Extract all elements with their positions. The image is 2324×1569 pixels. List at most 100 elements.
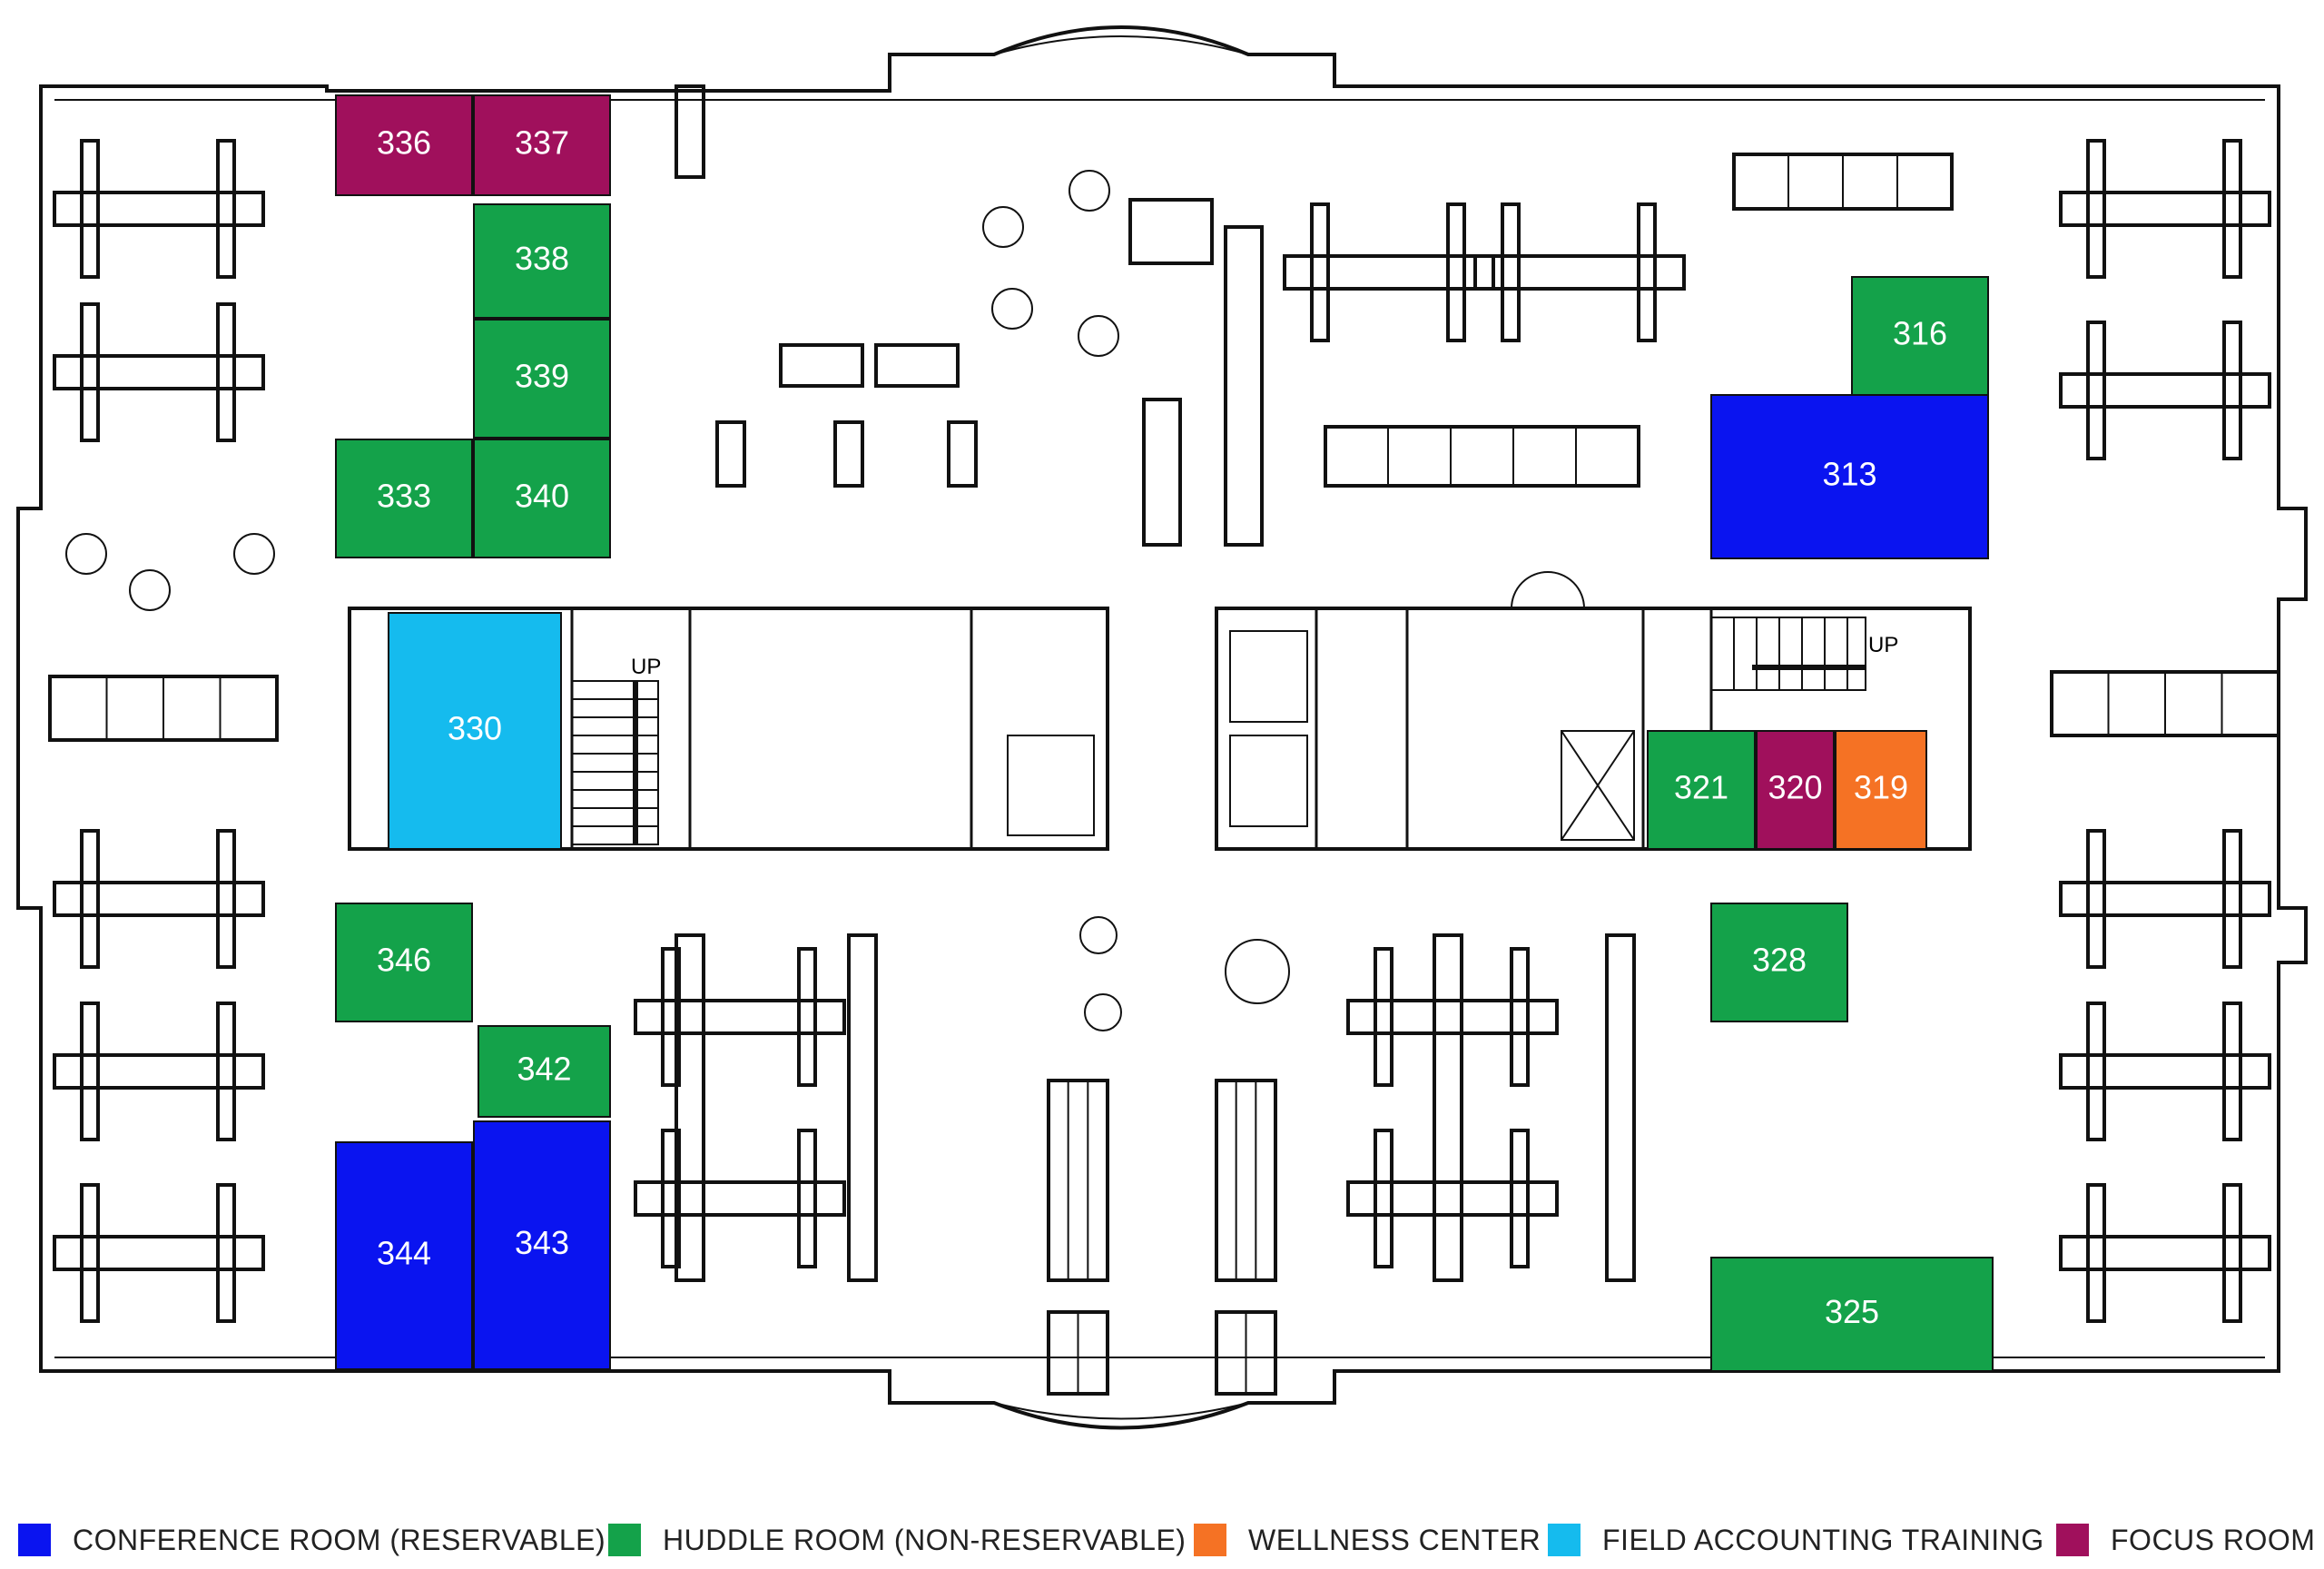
desk xyxy=(1128,198,1214,265)
room-fill-339 xyxy=(473,319,611,439)
bench-desk xyxy=(1047,1079,1109,1282)
bench-desk xyxy=(1215,1079,1277,1282)
legend-item-conference: CONFERENCE ROOM (RESERVABLE) xyxy=(18,1522,606,1558)
round-table xyxy=(233,533,275,575)
room-fill-338 xyxy=(473,203,611,319)
legend-item-training: FIELD ACCOUNTING TRAINING xyxy=(1548,1522,2044,1558)
room-number-328: 328 xyxy=(1752,942,1807,979)
desk xyxy=(847,933,878,1282)
room-number-319: 319 xyxy=(1854,769,1908,806)
desk-cluster xyxy=(1283,202,1495,342)
legend-label-wellness: WELLNESS CENTER xyxy=(1248,1523,1541,1556)
room-fill-320 xyxy=(1756,730,1835,850)
bench-desk xyxy=(1215,1310,1277,1396)
room-fill-340 xyxy=(473,439,611,558)
desk-cluster xyxy=(53,1183,265,1323)
legend: CONFERENCE ROOM (RESERVABLE) HUDDLE ROOM… xyxy=(0,1507,2324,1569)
round-table xyxy=(982,206,1024,248)
desk xyxy=(675,84,705,179)
room-fill-330 xyxy=(388,612,562,850)
room-342: 342 xyxy=(478,1025,611,1118)
desk xyxy=(1605,933,1636,1282)
room-325: 325 xyxy=(1710,1257,1994,1372)
desk xyxy=(1142,398,1182,547)
desk xyxy=(715,420,746,488)
stair-up-label-left: UP xyxy=(631,655,661,679)
legend-label-training: FIELD ACCOUNTING TRAINING xyxy=(1602,1523,2044,1556)
bench-desk xyxy=(1047,1310,1109,1396)
round-table xyxy=(1078,315,1119,357)
room-fill-319 xyxy=(1835,730,1927,850)
room-number-340: 340 xyxy=(515,478,569,515)
room-number-342: 342 xyxy=(517,1051,571,1088)
room-number-343: 343 xyxy=(515,1224,569,1261)
room-fill-336 xyxy=(335,94,473,196)
room-fill-321 xyxy=(1647,730,1756,850)
room-fill-346 xyxy=(335,903,473,1022)
bench-desk xyxy=(1324,425,1640,488)
legend-item-focus: FOCUS ROOM xyxy=(2056,1522,2315,1558)
desk xyxy=(874,343,960,388)
desk-cluster xyxy=(53,829,265,969)
room-fill-342 xyxy=(478,1025,611,1118)
room-number-313: 313 xyxy=(1822,456,1876,493)
room-340: 340 xyxy=(473,439,611,558)
bench-desk xyxy=(2050,670,2280,737)
room-338: 338 xyxy=(473,203,611,319)
legend-item-huddle: HUDDLE ROOM (NON-RESERVABLE) xyxy=(608,1522,1186,1558)
room-339: 339 xyxy=(473,319,611,439)
desk-cluster xyxy=(634,947,846,1087)
legend-label-huddle: HUDDLE ROOM (NON-RESERVABLE) xyxy=(663,1523,1187,1556)
legend-swatch-conference xyxy=(18,1524,51,1556)
round-table xyxy=(1225,939,1290,1004)
room-344: 344 xyxy=(335,1141,473,1370)
room-320: 320 xyxy=(1756,730,1835,850)
round-table xyxy=(991,288,1033,330)
desk xyxy=(1433,933,1463,1282)
legend-swatch-training xyxy=(1548,1524,1581,1556)
room-number-330: 330 xyxy=(448,710,502,747)
round-table xyxy=(1079,916,1118,954)
room-346: 346 xyxy=(335,903,473,1022)
legend-label-focus: FOCUS ROOM xyxy=(2111,1523,2316,1556)
room-number-337: 337 xyxy=(515,124,569,162)
round-table xyxy=(1084,993,1122,1031)
room-343: 343 xyxy=(473,1120,611,1370)
legend-item-wellness: WELLNESS CENTER xyxy=(1194,1522,1541,1558)
room-fill-325 xyxy=(1710,1257,1994,1372)
room-313: 313 xyxy=(1710,394,1989,559)
desk-cluster xyxy=(1346,1129,1559,1268)
room-319: 319 xyxy=(1835,730,1927,850)
room-number-325: 325 xyxy=(1825,1293,1879,1330)
desk xyxy=(779,343,864,388)
room-330: 330 xyxy=(388,612,562,850)
legend-swatch-focus xyxy=(2056,1524,2089,1556)
desk-cluster xyxy=(2059,139,2271,279)
room-number-316: 316 xyxy=(1893,315,1947,352)
desk xyxy=(675,933,705,1282)
room-fill-313 xyxy=(1710,394,1989,559)
room-fill-344 xyxy=(335,1141,473,1370)
legend-swatch-wellness xyxy=(1194,1524,1226,1556)
building-walls xyxy=(16,25,2308,1430)
desk xyxy=(1224,225,1264,547)
room-number-321: 321 xyxy=(1674,769,1728,806)
legend-swatch-huddle xyxy=(608,1524,641,1556)
desk-cluster xyxy=(2059,829,2271,969)
desk-cluster xyxy=(2059,1002,2271,1141)
room-fill-316 xyxy=(1851,276,1989,396)
bench-desk xyxy=(1732,153,1954,211)
room-number-338: 338 xyxy=(515,240,569,277)
round-table xyxy=(129,569,171,611)
room-number-336: 336 xyxy=(377,124,431,162)
room-321: 321 xyxy=(1647,730,1756,850)
desk xyxy=(947,420,978,488)
room-number-339: 339 xyxy=(515,358,569,395)
round-table xyxy=(65,533,107,575)
room-fill-328 xyxy=(1710,903,1848,1022)
room-number-320: 320 xyxy=(1768,769,1822,806)
desk-cluster xyxy=(1473,202,1686,342)
desk xyxy=(833,420,864,488)
desk-cluster xyxy=(2059,1183,2271,1323)
